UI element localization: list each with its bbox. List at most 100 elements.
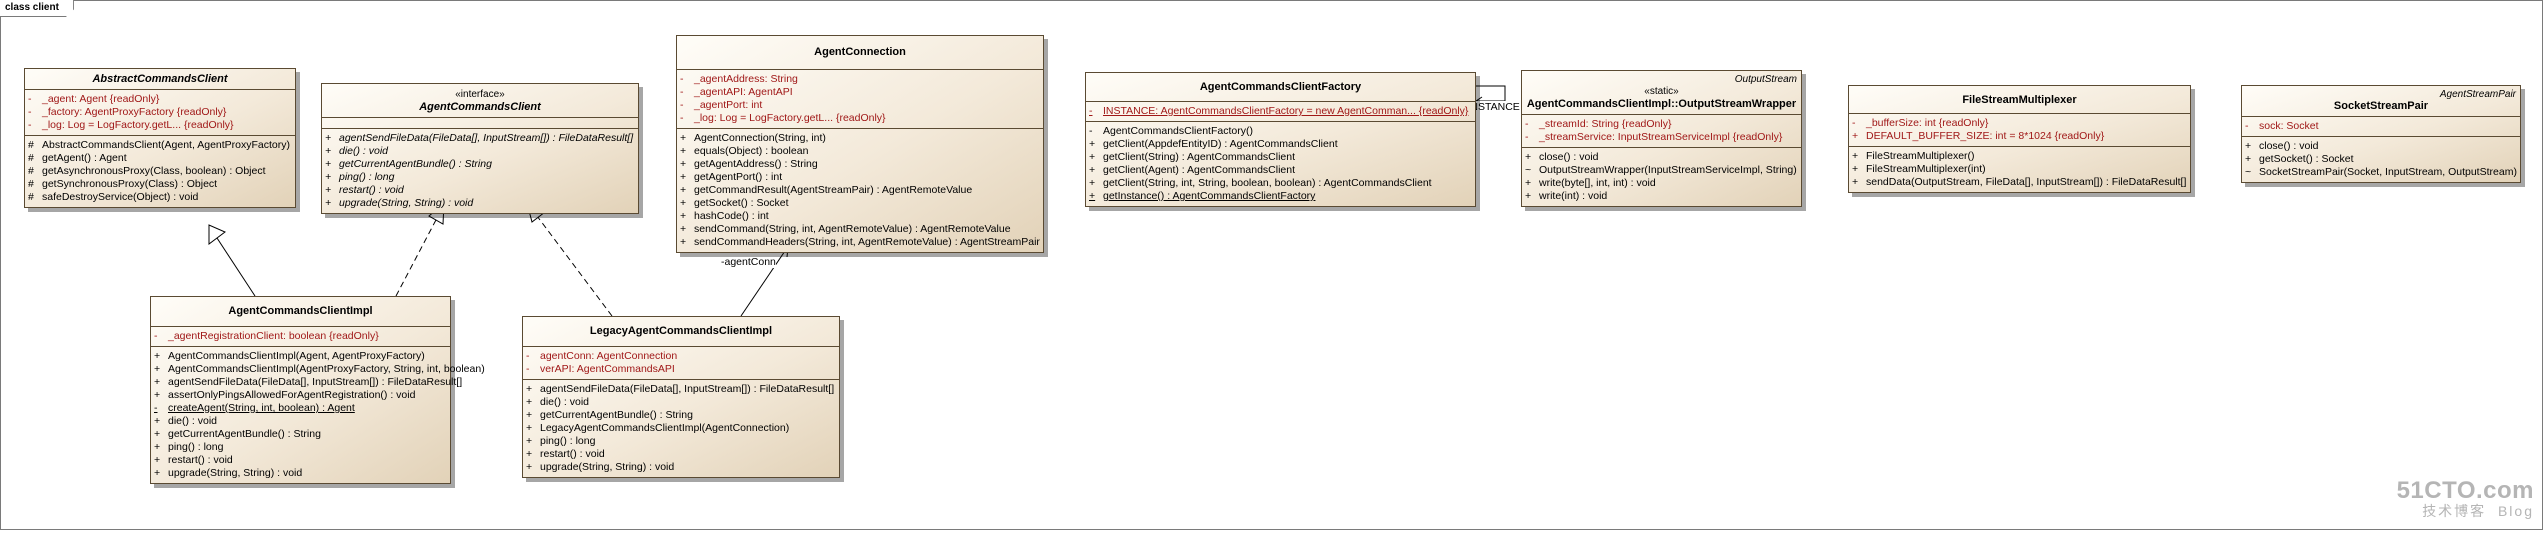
operation-row[interactable]: +upgrade(String, String) : void xyxy=(325,197,635,210)
class-legacy-agent-commands-client-impl[interactable]: LegacyAgentCommandsClientImpl -agentConn… xyxy=(522,316,840,478)
operation-row[interactable]: +assertOnlyPingsAllowedForAgentRegistrat… xyxy=(154,389,447,402)
member-signature: AbstractCommandsClient(Agent, AgentProxy… xyxy=(42,139,291,151)
class-file-stream-multiplexer[interactable]: FileStreamMultiplexer -_bufferSize: int … xyxy=(1848,85,2191,193)
attribute-row[interactable]: -verAPI: AgentCommandsAPI xyxy=(526,363,836,376)
visibility-marker: + xyxy=(1525,151,1532,163)
attribute-row[interactable]: -_agent: Agent {readOnly} xyxy=(28,93,292,106)
attribute-row[interactable]: -_bufferSize: int {readOnly} xyxy=(1852,117,2187,130)
operation-row[interactable]: +write(byte[], int, int) : void xyxy=(1525,177,1798,190)
class-name: AgentCommandsClientImpl xyxy=(228,305,373,317)
operation-row[interactable]: +restart() : void xyxy=(154,454,447,467)
operation-row[interactable]: +getCurrentAgentBundle() : String xyxy=(325,158,635,171)
member-signature: _log: Log = LogFactory.getL... {readOnly… xyxy=(42,119,234,131)
operation-row[interactable]: +close() : void xyxy=(2245,140,2517,153)
operation-row[interactable]: +FileStreamMultiplexer() xyxy=(1852,150,2187,163)
operation-row[interactable]: +getClient(String) : AgentCommandsClient xyxy=(1089,151,1472,164)
operation-row[interactable]: +sendCommandHeaders(String, int, AgentRe… xyxy=(680,236,1040,249)
visibility-marker: + xyxy=(1089,138,1096,150)
operation-row[interactable]: +getCommandResult(AgentStreamPair) : Age… xyxy=(680,184,1040,197)
attribute-row[interactable]: -_agentPort: int xyxy=(680,99,1040,112)
operation-row[interactable]: +die() : void xyxy=(325,145,635,158)
operation-row[interactable]: +sendCommand(String, int, AgentRemoteVal… xyxy=(680,223,1040,236)
operation-row[interactable]: +upgrade(String, String) : void xyxy=(154,467,447,480)
operation-row[interactable]: +sendData(OutputStream, FileData[], Inpu… xyxy=(1852,176,2187,189)
operation-row[interactable]: +ping() : long xyxy=(325,171,635,184)
visibility-marker: - xyxy=(154,330,158,342)
class-agent-connection[interactable]: AgentConnection -_agentAddress: String-_… xyxy=(676,35,1044,253)
attribute-row[interactable]: -INSTANCE: AgentCommandsClientFactory = … xyxy=(1089,105,1472,118)
operation-row[interactable]: +getAgentPort() : int xyxy=(680,171,1040,184)
attribute-row[interactable]: -_agentRegistrationClient: boolean {read… xyxy=(154,330,447,343)
visibility-marker: + xyxy=(680,158,687,170)
operation-row[interactable]: +ping() : long xyxy=(154,441,447,454)
operation-row[interactable]: +AgentConnection(String, int) xyxy=(680,132,1040,145)
member-signature: getClient(AppdefEntityID) : AgentCommand… xyxy=(1103,138,1338,150)
operation-row[interactable]: +getCurrentAgentBundle() : String xyxy=(154,428,447,441)
operation-row[interactable]: +write(int) : void xyxy=(1525,190,1798,203)
self-association-line xyxy=(1476,85,1506,102)
attribute-row[interactable]: -_log: Log = LogFactory.getL... {readOnl… xyxy=(680,112,1040,125)
operation-row[interactable]: +restart() : void xyxy=(325,184,635,197)
operation-row[interactable]: +close() : void xyxy=(1525,151,1798,164)
operation-row[interactable]: +getSocket() : Socket xyxy=(2245,153,2517,166)
operation-row[interactable]: +AgentCommandsClientImpl(Agent, AgentPro… xyxy=(154,350,447,363)
attribute-row[interactable]: -_agentAddress: String xyxy=(680,73,1040,86)
operation-row[interactable]: #safeDestroyService(Object) : void xyxy=(28,191,292,204)
member-signature: sendCommand(String, int, AgentRemoteValu… xyxy=(694,223,1011,235)
operation-row[interactable]: +AgentCommandsClientImpl(AgentProxyFacto… xyxy=(154,363,485,376)
operation-row[interactable]: +die() : void xyxy=(154,415,447,428)
attributes-compartment: -_agentAddress: String-_agentAPI: AgentA… xyxy=(677,70,1043,128)
operation-row[interactable]: +getAgentAddress() : String xyxy=(680,158,1040,171)
class-name: AgentConnection xyxy=(814,46,906,58)
operation-row[interactable]: +agentSendFileData(FileData[], InputStre… xyxy=(526,383,836,396)
operation-row[interactable]: +getCurrentAgentBundle() : String xyxy=(526,409,836,422)
class-output-stream-wrapper[interactable]: OutputStream «static» AgentCommandsClien… xyxy=(1521,70,1802,207)
operation-row[interactable]: -createAgent(String, int, boolean) : Age… xyxy=(154,402,447,415)
class-header: AgentStreamPair SocketStreamPair xyxy=(2242,86,2520,117)
operation-row[interactable]: ~SocketStreamPair(Socket, InputStream, O… xyxy=(2245,166,2517,179)
class-agent-commands-client-impl[interactable]: AgentCommandsClientImpl -_agentRegistrat… xyxy=(150,296,485,484)
operation-row[interactable]: #getAgent() : Agent xyxy=(28,152,292,165)
operation-row[interactable]: + getClient(AppdefEntityID) : AgentComman… xyxy=(1089,138,1472,151)
operation-row[interactable]: +restart() : void xyxy=(526,448,836,461)
operation-row[interactable]: #getAsynchronousProxy(Class, boolean) : … xyxy=(28,165,292,178)
attribute-row[interactable]: -_agentAPI: AgentAPI xyxy=(680,86,1040,99)
attribute-row[interactable]: -_streamId: String {readOnly} xyxy=(1525,118,1798,131)
class-name: AgentCommandsClientFactory xyxy=(1199,81,1362,93)
operations-compartment: +AgentConnection(String, int)+equals(Obj… xyxy=(677,128,1043,252)
visibility-marker: # xyxy=(28,178,34,190)
attribute-row[interactable]: -_streamService: InputStreamServiceImpl … xyxy=(1525,131,1798,144)
class-agent-commands-client-factory[interactable]: AgentCommandsClientFactory -INSTANCE: Ag… xyxy=(1085,72,1476,207)
operation-row[interactable]: +agentSendFileData(FileData[], InputStre… xyxy=(325,132,635,145)
class-abstract-commands-client[interactable]: AbstractCommandsClient -_agent: Agent {r… xyxy=(24,68,296,208)
attribute-row[interactable]: -_log: Log = LogFactory.getL... {readOnl… xyxy=(28,119,292,132)
class-name: FileStreamMultiplexer xyxy=(1962,94,2077,106)
operation-row[interactable]: +hashCode() : int xyxy=(680,210,1040,223)
operation-row[interactable]: +agentSendFileData(FileData[], InputStre… xyxy=(154,376,462,389)
interface-agent-commands-client[interactable]: «interface» AgentCommandsClient +agentSe… xyxy=(321,83,639,214)
operation-row[interactable]: +getSocket() : Socket xyxy=(680,197,1040,210)
operation-row[interactable]: +getClient(String, int, String, boolean,… xyxy=(1089,177,1472,190)
attributes-compartment: -_streamId: String {readOnly}-_streamSer… xyxy=(1522,115,1801,147)
operation-row[interactable]: +getInstance() : AgentCommandsClientFact… xyxy=(1089,190,1472,203)
attribute-row[interactable]: -sock: Socket xyxy=(2245,120,2517,133)
attribute-row[interactable]: +DEFAULT_BUFFER_SIZE: int = 8*1024 {read… xyxy=(1852,130,2187,143)
operation-row[interactable]: +ping() : long xyxy=(526,435,836,448)
operation-row[interactable]: -AgentCommandsClientFactory() xyxy=(1089,125,1472,138)
class-socket-stream-pair[interactable]: AgentStreamPair SocketStreamPair -sock: … xyxy=(2241,85,2521,183)
operation-row[interactable]: +getClient(Agent) : AgentCommandsClient xyxy=(1089,164,1472,177)
stereotype: «static» xyxy=(1644,86,1679,97)
operation-row[interactable]: +die() : void xyxy=(526,396,836,409)
operation-row[interactable]: #getSynchronousProxy(Class) : Object xyxy=(28,178,292,191)
operation-row[interactable]: +FileStreamMultiplexer(int) xyxy=(1852,163,2187,176)
operation-row[interactable]: ~OutputStreamWrapper(InputStreamServiceI… xyxy=(1525,164,1798,177)
operation-row[interactable]: +LegacyAgentCommandsClientImpl(AgentConn… xyxy=(526,422,836,435)
attribute-row[interactable]: -agentConn: AgentConnection xyxy=(526,350,836,363)
attribute-row[interactable]: -_factory: AgentProxyFactory {readOnly} xyxy=(28,106,292,119)
operation-row[interactable]: +equals(Object) : boolean xyxy=(680,145,1040,158)
visibility-marker: + xyxy=(1525,177,1532,189)
operation-row[interactable]: +upgrade(String, String) : void xyxy=(526,461,836,474)
generalization-line xyxy=(216,237,256,297)
operation-row[interactable]: #AbstractCommandsClient(Agent, AgentProx… xyxy=(28,139,292,152)
visibility-marker: + xyxy=(680,236,687,248)
